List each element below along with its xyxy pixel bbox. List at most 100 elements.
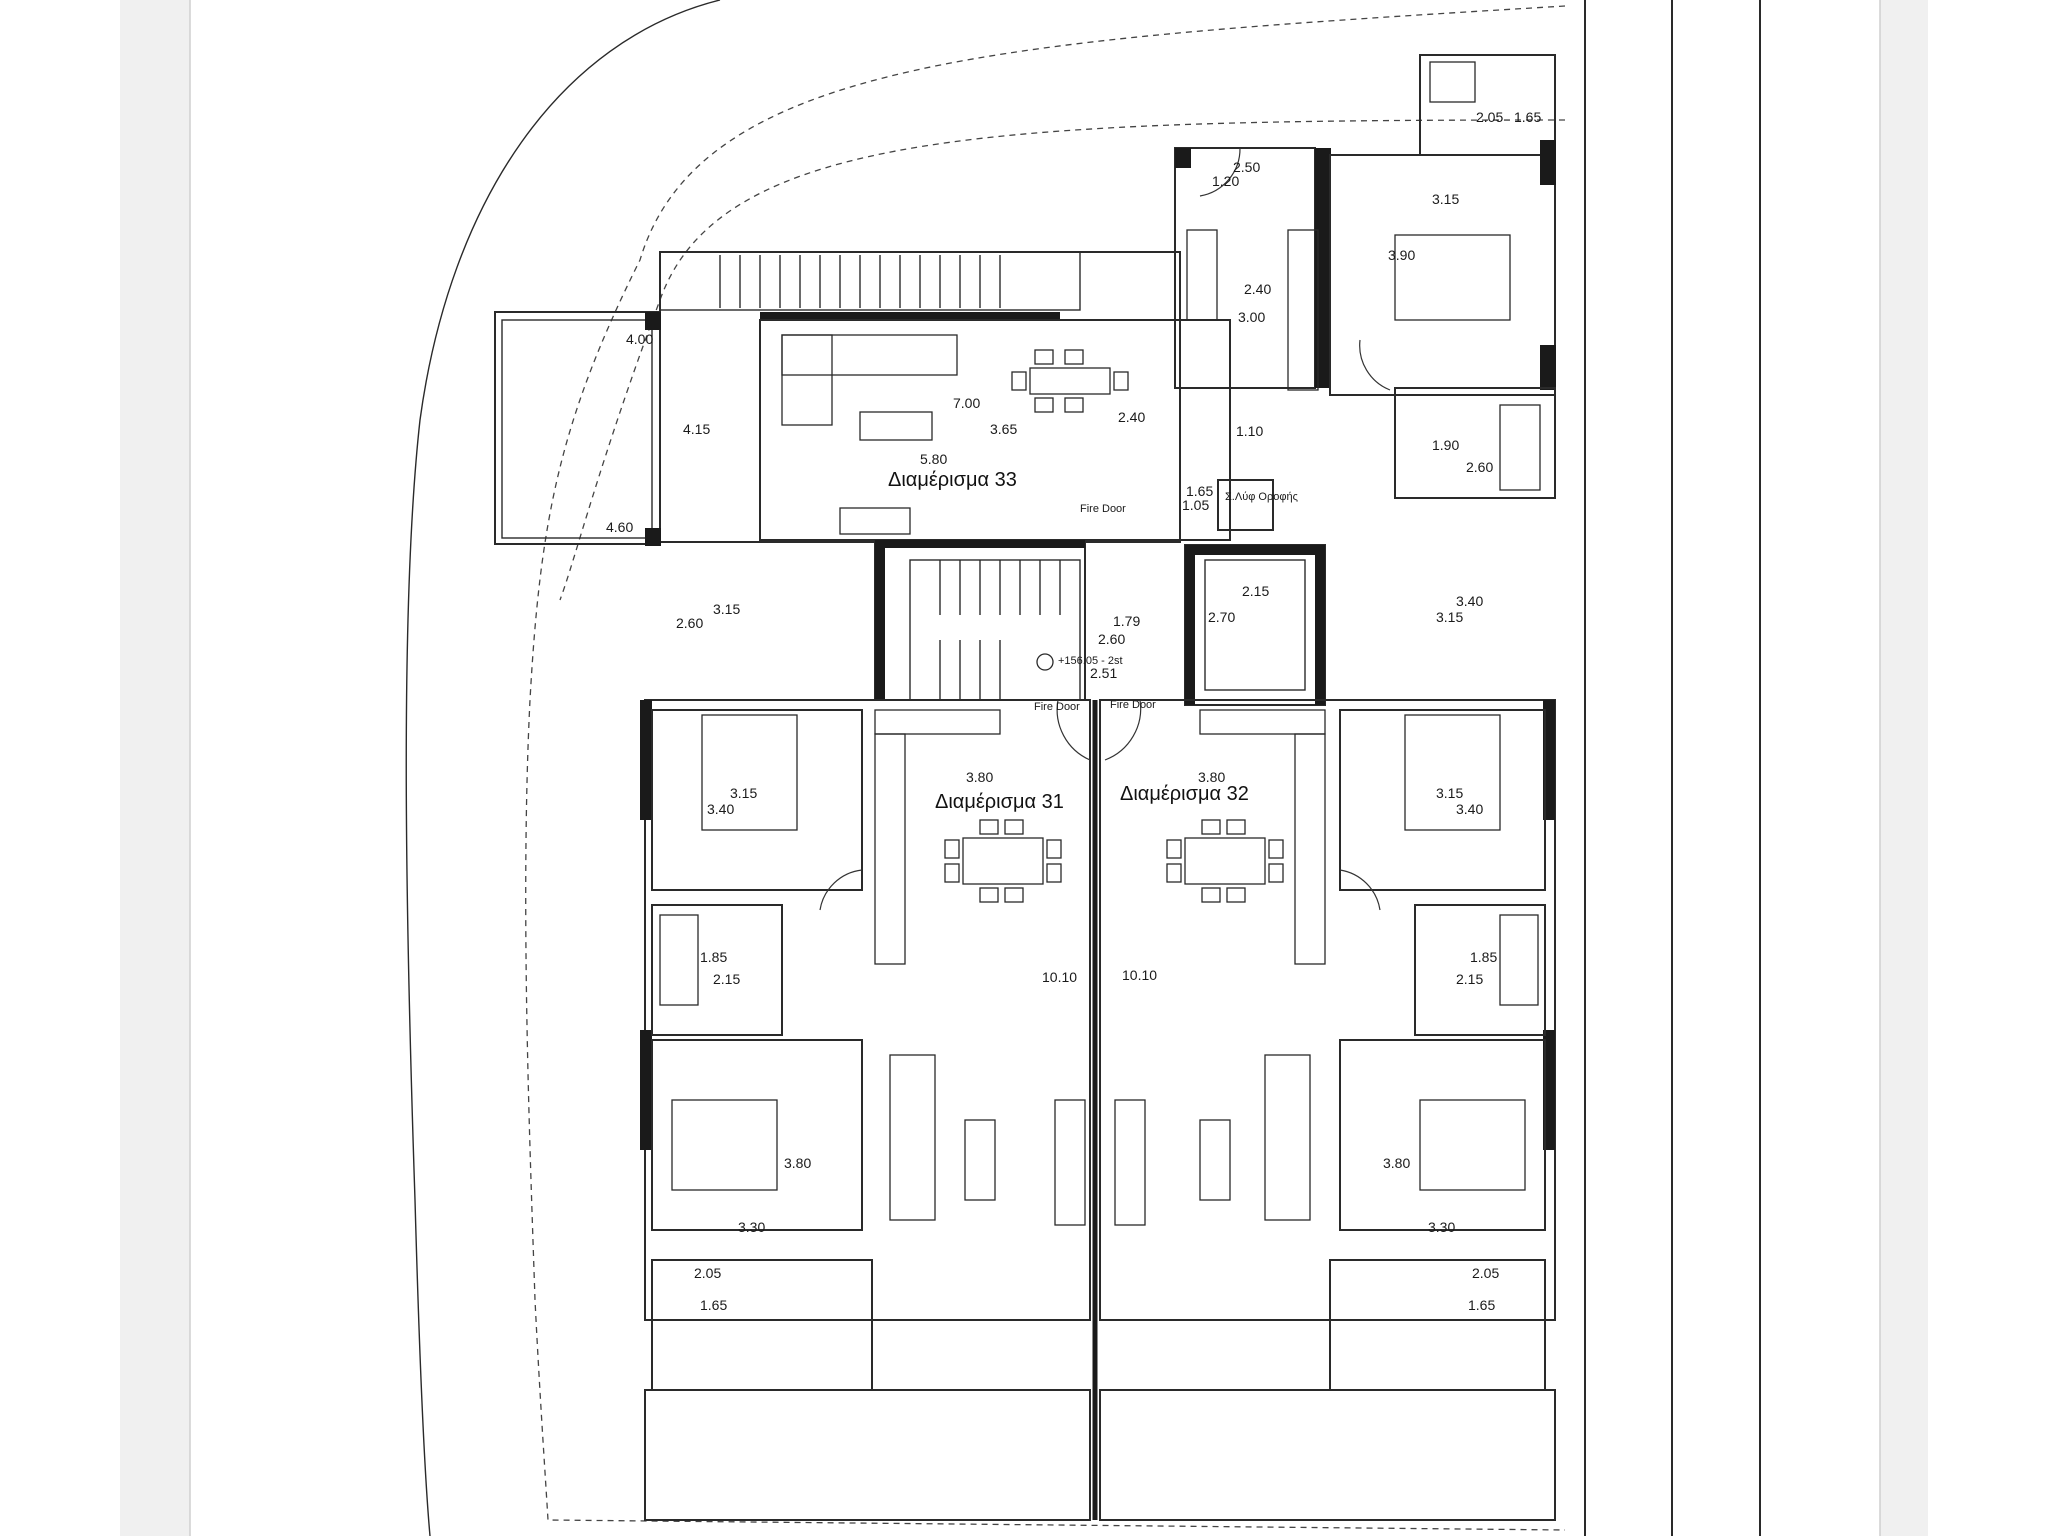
dim-text: 10.10: [1122, 967, 1157, 983]
dining-table-a32: [1184, 837, 1266, 885]
bath-2-top-right: [1394, 387, 1556, 499]
right-margin: [1880, 0, 1928, 1536]
wall-seg: [645, 528, 661, 546]
shaft-box: [1217, 479, 1274, 531]
dim-text: 1.85: [1470, 949, 1497, 965]
dim-text: 1.65: [1186, 483, 1213, 499]
lift-shaft: [1184, 544, 1326, 706]
dim-text: 2.40: [1244, 281, 1271, 297]
wall-seg: [875, 540, 1085, 548]
dim-text: 3.80: [1198, 769, 1225, 785]
wall-seg: [1185, 545, 1195, 705]
wall-seg: [645, 312, 661, 330]
balcony-inner: [501, 319, 653, 539]
dim-text: 1.79: [1113, 613, 1140, 629]
dim-text: 3.30: [738, 1219, 765, 1235]
wall-seg: [1540, 345, 1556, 390]
dim-text: 3.40: [1456, 801, 1483, 817]
dim-text: 3.30: [1428, 1219, 1455, 1235]
dim-text: 2.60: [1098, 631, 1125, 647]
door-swing: [1359, 339, 1391, 391]
dim-text: 3.00: [1238, 309, 1265, 325]
stair-inner: [909, 559, 1081, 701]
stair-treads-top: [719, 255, 1001, 308]
bathtub-top-right: [1499, 404, 1541, 491]
dim-text: 10.10: [1042, 969, 1077, 985]
apt32-label: Διαμέρισμα 32: [1120, 783, 1249, 805]
dim-text: 4.15: [683, 421, 710, 437]
bedroom-a32: [1339, 709, 1546, 891]
counter-a31: [874, 733, 906, 965]
dim-text: 3.80: [1383, 1155, 1410, 1171]
dim-text: 2.15: [1456, 971, 1483, 987]
bathtub-a32: [1499, 914, 1539, 1006]
door-swing: [1199, 147, 1241, 197]
dim-text: 3.65: [990, 421, 1017, 437]
bed-top-right: [1394, 234, 1511, 321]
tv-unit-a31: [1054, 1099, 1086, 1226]
site-boundary-inner: [559, 119, 1566, 601]
dim-text: 2.51: [1090, 665, 1117, 681]
shower-top-right: [1429, 61, 1476, 103]
door-swing: [1056, 699, 1091, 761]
stair-top: [659, 251, 1081, 311]
bath-a32: [1414, 904, 1546, 1036]
wall-seg: [1175, 148, 1191, 168]
dim-text: 1.85: [700, 949, 727, 965]
door-swing: [819, 869, 863, 911]
stair-bottom-right: [1329, 1259, 1546, 1391]
fire-door-top: Fire Door: [1080, 503, 1126, 515]
dim-text: 1.10: [1236, 423, 1263, 439]
dining-table-a31: [962, 837, 1044, 885]
site-boundary-dashed: [525, 5, 1566, 1531]
dim-text: 2.60: [1466, 459, 1493, 475]
dim-text: 2.60: [676, 615, 703, 631]
balcony-bottom-right: [1099, 1389, 1556, 1521]
wall-seg: [1315, 545, 1325, 705]
balcony-bottom-left: [644, 1389, 1091, 1521]
lift-car: [1204, 559, 1306, 691]
dining-chairs-a31: [944, 819, 1062, 903]
door-swing: [1104, 699, 1142, 761]
bath-a31: [651, 904, 783, 1036]
kitchenette-2: [1287, 229, 1319, 391]
stair-treads-core: [939, 560, 1061, 700]
apt31-outline: [644, 699, 1091, 1321]
dim-text: 3.90: [1388, 247, 1415, 263]
fire-door-left: Fire Door: [1034, 701, 1080, 713]
bed-2-a32: [1419, 1099, 1526, 1191]
dim-text: 3.15: [713, 601, 740, 617]
bedroom-a31: [651, 709, 863, 891]
dim-text: 1.05: [1182, 497, 1209, 513]
bath-top-right: [1419, 54, 1556, 156]
dim-text: 2.15: [1242, 583, 1269, 599]
tv-unit-a32: [1114, 1099, 1146, 1226]
level-label: +156.05 - 2st: [1058, 655, 1123, 667]
dining-table-apt33: [1029, 367, 1111, 395]
level-marker-icon: [1036, 653, 1054, 671]
bed-2-a31: [671, 1099, 778, 1191]
dim-text: 3.15: [730, 785, 757, 801]
dim-text: 7.00: [953, 395, 980, 411]
dim-text: 3.15: [1436, 785, 1463, 801]
coffee-table-apt33: [859, 411, 933, 441]
bathtub-a31: [659, 914, 699, 1006]
bed-a31: [701, 714, 798, 831]
dim-text: 2.70: [1208, 609, 1235, 625]
sofa-apt33-side: [781, 334, 833, 426]
dim-text: 3.15: [1436, 609, 1463, 625]
dim-text: 1.65: [1468, 1297, 1495, 1313]
kitchen-a31: [874, 709, 1001, 735]
left-margin: [120, 0, 190, 1536]
wall-seg: [1185, 545, 1325, 555]
apt33-label: Διαμέρισμα 33: [888, 469, 1017, 491]
wall-seg: [760, 312, 1060, 320]
site-boundary-outer: [405, 0, 721, 1536]
kitchen-island-apt33: [839, 507, 911, 535]
sofa-a32: [1264, 1054, 1311, 1221]
dim-text: 2.05: [1472, 1265, 1499, 1281]
wall-seg: [1315, 148, 1331, 388]
dim-text: 5.80: [920, 451, 947, 467]
wall-seg: [640, 700, 652, 820]
wall-seg: [1540, 140, 1556, 185]
